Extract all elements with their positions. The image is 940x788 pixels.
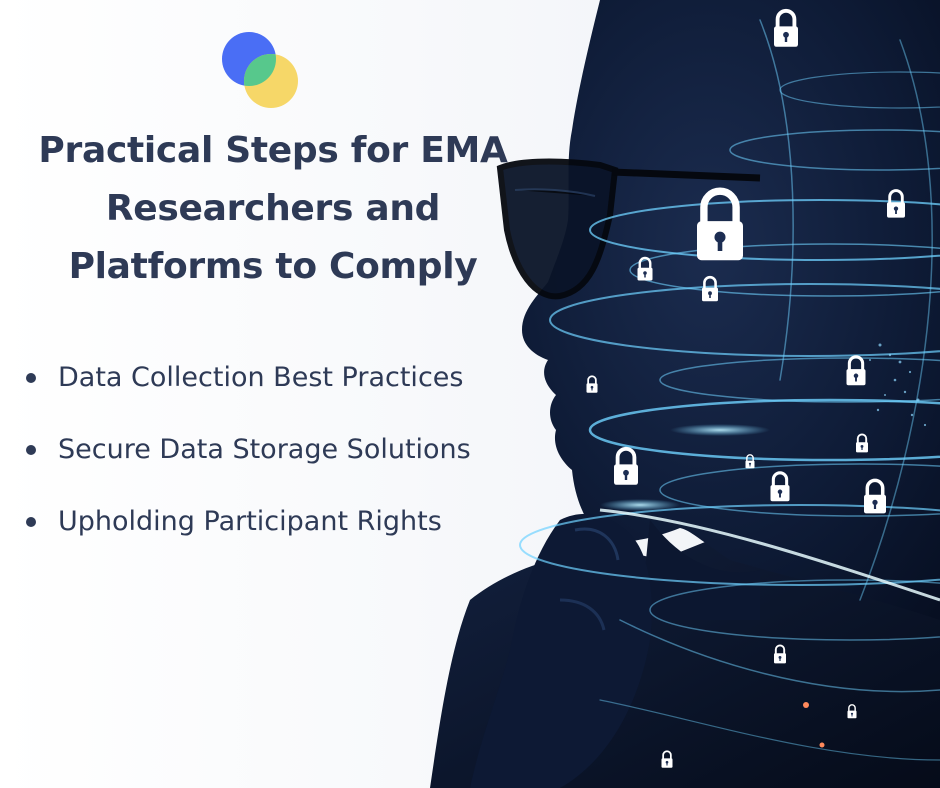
list-item: Upholding Participant Rights <box>26 496 546 568</box>
bullet-text: Upholding Participant Rights <box>58 506 442 537</box>
bullet-text: Data Collection Best Practices <box>58 362 464 393</box>
bullet-dot-icon <box>26 373 36 383</box>
list-item: Secure Data Storage Solutions <box>26 424 546 496</box>
bullet-list: Data Collection Best Practices Secure Da… <box>26 352 546 568</box>
page-title: Practical Steps for EMA Researchers and … <box>38 130 508 287</box>
bullet-text: Secure Data Storage Solutions <box>58 434 471 465</box>
bullet-dot-icon <box>26 445 36 455</box>
overlapping-circles-logo-icon <box>222 32 298 108</box>
bullet-dot-icon <box>26 517 36 527</box>
list-item: Data Collection Best Practices <box>26 352 546 424</box>
